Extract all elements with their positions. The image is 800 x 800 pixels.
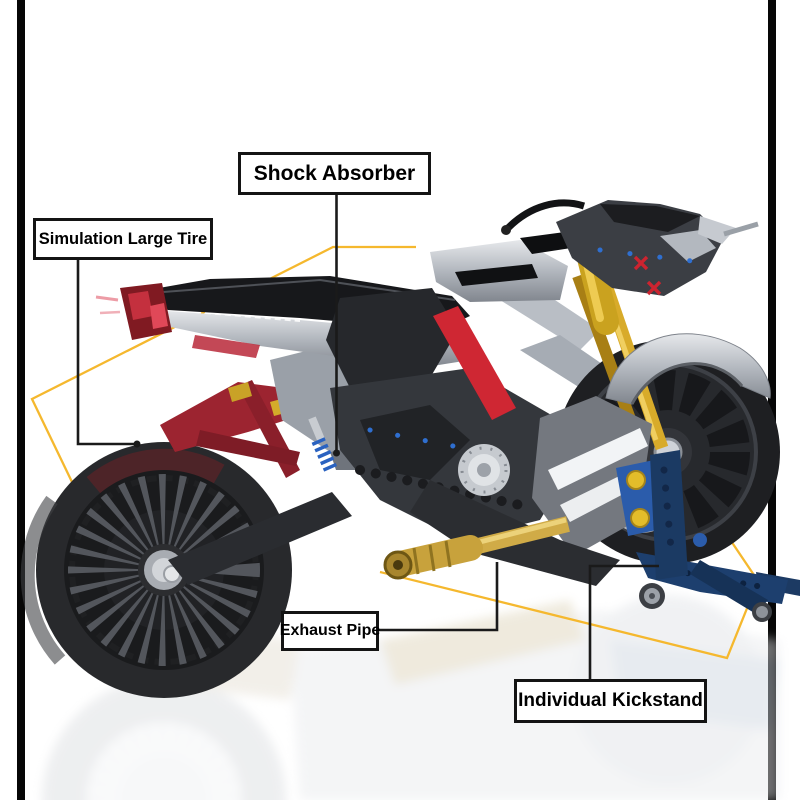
callout-shock-absorber: Shock Absorber — [238, 152, 431, 195]
right-border-bar — [768, 0, 776, 800]
rear-wheel — [20, 442, 292, 698]
exhaust-pipe-part — [383, 516, 570, 580]
handlebar-cluster — [501, 199, 759, 296]
kickstand-part — [636, 450, 800, 622]
callout-exhaust-pipe: Exhaust Pipe — [279, 611, 381, 651]
taillight — [95, 283, 172, 340]
callout-simulation-large-tire: Simulation Large Tire — [33, 218, 213, 260]
rear-shock-coil — [308, 416, 339, 475]
red-axle-marks — [633, 255, 662, 296]
motorcycle-model — [20, 199, 800, 698]
connector-large-tire — [76, 260, 134, 446]
red-frame-accent — [433, 306, 516, 420]
callout-connectors — [76, 195, 659, 679]
connector-exhaust — [379, 562, 499, 632]
connector-kickstand — [588, 564, 659, 679]
left-border-bar — [17, 0, 25, 800]
callout-individual-kickstand-label: Individual Kickstand — [518, 690, 703, 711]
callout-exhaust-pipe-label: Exhaust Pipe — [279, 622, 381, 639]
callout-individual-kickstand: Individual Kickstand — [514, 679, 707, 723]
engine-block — [308, 288, 640, 540]
callout-simulation-large-tire-label: Simulation Large Tire — [38, 229, 208, 248]
callout-shock-absorber-label: Shock Absorber — [253, 161, 416, 185]
